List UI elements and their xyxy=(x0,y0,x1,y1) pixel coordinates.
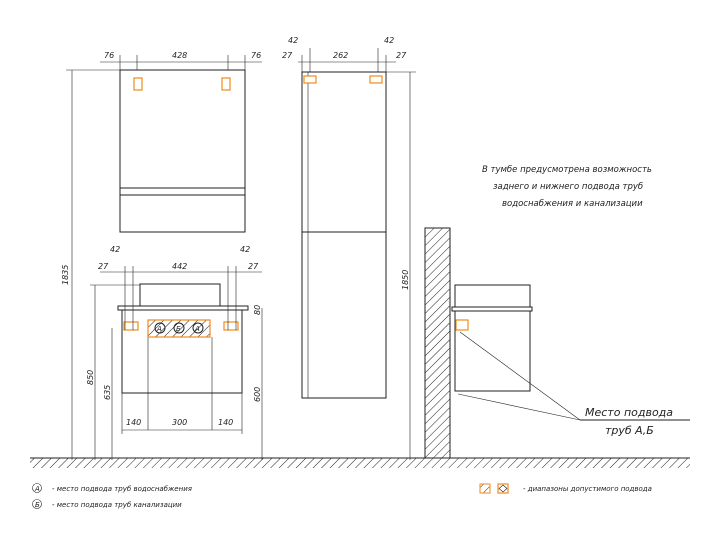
marker-a-left: А xyxy=(154,322,166,334)
legend-b: Б - место подвода труб канализации xyxy=(32,499,182,509)
tall-cabinet xyxy=(298,48,416,460)
marker-b: Б xyxy=(173,322,185,334)
dim-tall-offset-left: 27 xyxy=(282,51,293,60)
dim-cab-offset-left: 27 xyxy=(98,262,109,271)
svg-text:Б: Б xyxy=(176,325,181,333)
note-line2: заднего и нижнего подвода труб xyxy=(493,182,643,192)
dim-bottom-mid: 300 xyxy=(172,418,187,427)
dim-mirror-width: 428 xyxy=(172,51,187,60)
legend-b-text: - место подвода труб канализации xyxy=(52,501,182,509)
dim-tall-height: 1850 xyxy=(401,270,410,290)
mirror-cabinet xyxy=(100,55,262,233)
legend-a: А - место подвода труб водоснабжения xyxy=(32,483,192,493)
dim-tall-offset-right: 27 xyxy=(396,51,407,60)
dim-bottom-right: 140 xyxy=(218,418,233,427)
callout-line1: Место подвода xyxy=(585,406,673,419)
dim-cab-pipe-right: 42 xyxy=(240,245,250,254)
svg-text:А: А xyxy=(194,325,200,333)
wall xyxy=(424,227,451,459)
dim-tall-span: 262 xyxy=(333,51,348,60)
floor xyxy=(30,457,690,468)
svg-text:А: А xyxy=(156,325,162,333)
dim-mirror-left: 76 xyxy=(104,51,114,60)
legend-range-text: - диапазоны допустимого подвода xyxy=(523,485,652,493)
dim-tall-pipe-right: 42 xyxy=(384,36,394,45)
svg-text:Б: Б xyxy=(35,501,40,509)
dim-600: 600 xyxy=(253,387,262,402)
legend-range: - диапазоны допустимого подвода xyxy=(479,483,652,494)
dim-cab-span: 442 xyxy=(172,262,187,271)
dim-mirror-right: 76 xyxy=(251,51,261,60)
legend-a-text: - место подвода труб водоснабжения xyxy=(52,485,192,493)
note-line3: водоснабжения и канализации xyxy=(502,199,643,209)
dim-total-height: 1835 xyxy=(61,265,70,285)
vanity-cabinet xyxy=(90,266,263,460)
dim-80: 80 xyxy=(253,305,262,315)
dim-bottom-left: 140 xyxy=(126,418,141,427)
callout-line2: труб А,Б xyxy=(605,424,654,437)
dim-cab-pipe-left: 42 xyxy=(110,245,120,254)
note-line1: В тумбе предусмотрена возможность xyxy=(482,165,652,175)
dim-cab-offset-right: 27 xyxy=(248,262,259,271)
side-cabinet xyxy=(451,284,690,421)
svg-text:А: А xyxy=(34,485,40,493)
dim-tall-pipe-left: 42 xyxy=(288,36,298,45)
dim-635: 635 xyxy=(103,385,112,400)
marker-a-right: А xyxy=(192,322,204,334)
dim-850: 850 xyxy=(86,370,95,385)
